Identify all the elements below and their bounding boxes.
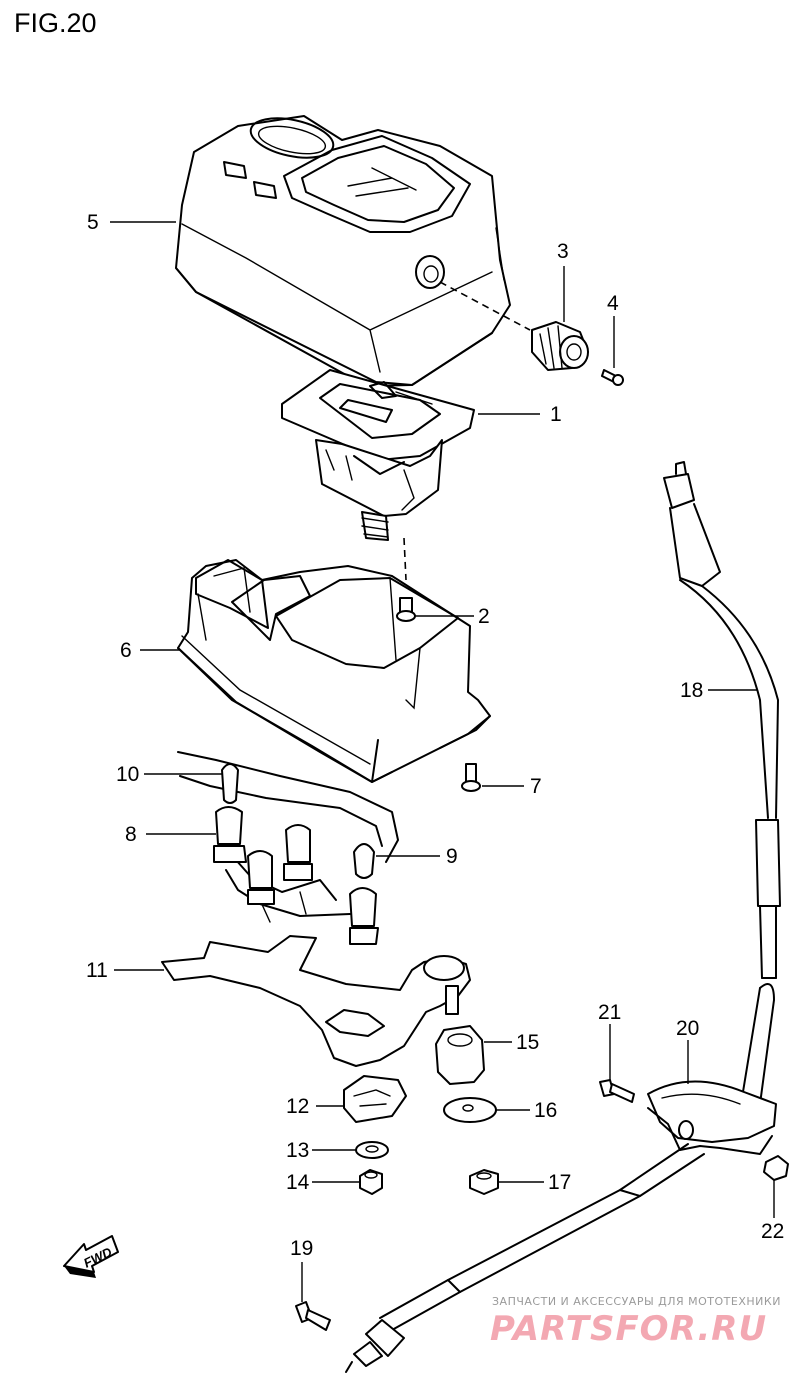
watermark-tagline: ЗАПЧАСТИ И АКСЕССУАРЫ ДЛЯ МОТОТЕХНИКИ: [492, 1295, 781, 1308]
bulb-socket-part-8[interactable]: [213, 806, 379, 945]
callout-5: 5: [87, 211, 99, 234]
guide-line-bulb-3: [439, 281, 531, 331]
screw-part-4[interactable]: [601, 369, 624, 386]
cable-clamp-part-20[interactable]: [647, 1080, 777, 1155]
watermark-brand: PARTSFOR.RU: [490, 1309, 767, 1349]
callout-19: 19: [290, 1237, 313, 1260]
nut-part-22[interactable]: [763, 1155, 789, 1181]
callout-1: 1: [550, 403, 562, 426]
washer-part-13[interactable]: [355, 1141, 389, 1159]
fwd-arrow-icon: [63, 1235, 119, 1273]
nut-part-14[interactable]: [359, 1169, 383, 1195]
callout-3: 3: [557, 240, 569, 263]
meter-case-part-6[interactable]: [177, 559, 491, 783]
screw-part-7[interactable]: [461, 763, 481, 792]
washer-part-16[interactable]: [443, 1097, 497, 1123]
bulb-part-9[interactable]: [353, 843, 375, 879]
meter-cover-part-5[interactable]: [175, 112, 511, 387]
nut-part-17[interactable]: [469, 1169, 499, 1195]
speedometer-cable-part-18[interactable]: [345, 461, 781, 1373]
bulb-part-10[interactable]: [221, 763, 239, 804]
guide-line-case-6: [403, 537, 407, 581]
mounting-bracket-part-11[interactable]: [161, 935, 471, 1067]
callout-9: 9: [446, 845, 458, 868]
fwd-direction-badge: FWD: [63, 1235, 119, 1278]
callout-7: 7: [530, 775, 542, 798]
callout-18: 18: [680, 679, 703, 702]
bolt-part-21[interactable]: [599, 1079, 635, 1103]
figure-title: FIG.20: [14, 8, 97, 38]
callout-2: 2: [478, 605, 490, 628]
cushion-part-15[interactable]: [435, 1025, 485, 1085]
callout-15: 15: [516, 1031, 539, 1054]
callout-10: 10: [116, 763, 139, 786]
callout-12: 12: [286, 1095, 309, 1118]
callout-14: 14: [286, 1171, 310, 1194]
leader-lines: [110, 221, 775, 1302]
callout-6: 6: [120, 639, 132, 662]
watermark: ЗАПЧАСТИ И АКСЕССУАРЫ ДЛЯ МОТОТЕХНИКИ PA…: [490, 1295, 781, 1349]
grommet-part-12[interactable]: [343, 1075, 407, 1123]
callout-20: 20: [676, 1017, 699, 1040]
screw-part-2[interactable]: [396, 597, 416, 622]
callout-16: 16: [534, 1099, 557, 1122]
bulb-socket-part-3[interactable]: [531, 321, 589, 371]
callout-4: 4: [607, 292, 619, 315]
callout-22: 22: [761, 1220, 784, 1243]
callout-17: 17: [548, 1171, 571, 1194]
callout-11: 11: [86, 959, 108, 982]
callout-21: 21: [598, 1001, 621, 1024]
speedometer-unit-part-1[interactable]: [281, 369, 475, 541]
bolt-part-19[interactable]: [295, 1301, 331, 1331]
callout-13: 13: [286, 1139, 309, 1162]
callout-8: 8: [125, 823, 137, 846]
